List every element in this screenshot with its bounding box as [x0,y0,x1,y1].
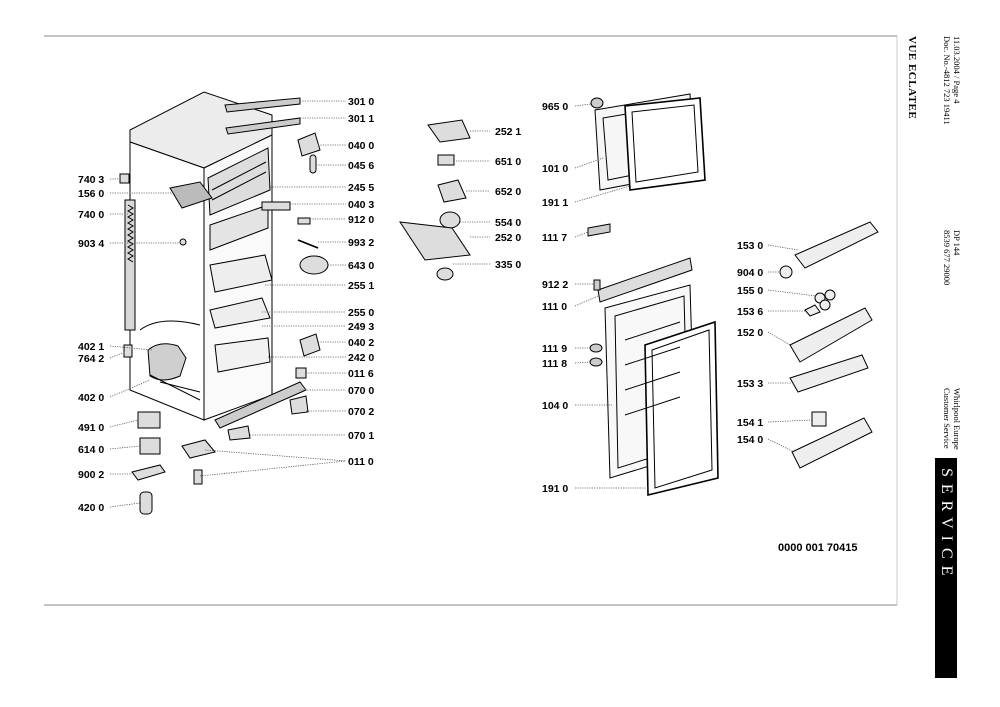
part-label: 993 2 [348,237,374,249]
part-label: 335 0 [495,259,521,271]
leader-lines [109,100,817,508]
part-label: 614 0 [78,444,104,456]
part-label: 070 0 [348,385,374,397]
part-label: 249 3 [348,321,374,333]
company-info: Whirlpool Europe Customer Service [942,388,962,450]
freezer-door-drawing [587,93,706,237]
part-number: 8539 677 29000 [942,230,952,286]
part-label: 070 2 [348,406,374,418]
part-label: 111 9 [542,343,567,355]
part-label: 155 0 [737,285,763,297]
part-label: 154 1 [737,417,763,429]
part-label: 652 0 [495,186,521,198]
part-label: 011 0 [348,456,374,468]
service-badge: SERVICE [935,458,957,678]
cabinet-drawing [124,91,307,429]
part-label: 104 0 [542,400,568,412]
diagram-code: 0000 001 70415 [778,542,858,554]
part-label: 040 0 [348,140,374,152]
part-label: 040 2 [348,337,374,349]
date-page: 11.03.2004 / Page 4 [952,36,962,104]
part-label: 255 0 [348,307,374,319]
part-label: 651 0 [495,156,521,168]
part-label: 764 2 [78,353,104,365]
part-label: 912 0 [348,214,374,226]
part-label: 740 0 [78,209,104,221]
part-label: 011 6 [348,368,374,380]
door-shelves-drawing [779,221,879,469]
fridge-door-drawing [589,257,719,497]
part-label: 420 0 [78,502,104,514]
part-label: 402 1 [78,341,104,353]
doc-info: 11.03.2004 / Page 4 Doc. No.-4812 723 19… [942,36,962,125]
part-label: 903 4 [78,238,104,250]
model-name: DP 144 [952,230,962,256]
part-label: 153 0 [737,240,763,252]
part-label: 252 1 [495,126,521,138]
part-label: 245 5 [348,182,374,194]
part-label: 070 1 [348,430,374,442]
cabinet-parts-drawings [181,132,329,485]
part-label: 152 0 [737,327,763,339]
part-label: 101 0 [542,163,568,175]
company-name: Whirlpool Europe [952,388,962,450]
part-label: 040 3 [348,199,374,211]
part-labels: 301 0 301 1 040 0 045 6 245 5 040 3 912 … [78,96,858,554]
part-label: 301 0 [348,96,374,108]
part-label: 255 1 [348,280,374,292]
part-label: 153 3 [737,378,763,390]
part-label: 301 1 [348,113,374,125]
doc-number: Doc. No.-4812 723 19411 [942,36,952,125]
service-label: SERVICE [938,468,955,583]
part-label: 156 0 [78,188,104,200]
part-label: 045 6 [348,160,374,172]
part-label: 912 2 [542,279,568,291]
part-label: 643 0 [348,260,374,272]
model-info: DP 144 8539 677 29000 [942,230,962,285]
part-label: 965 0 [542,101,568,113]
part-label: 740 3 [78,174,104,186]
part-label: 191 0 [542,483,568,495]
part-label: 900 2 [78,469,104,481]
part-label: 111 0 [542,301,567,313]
part-label: 191 1 [542,197,568,209]
part-label: 154 0 [737,434,763,446]
page-title: VUE ECLATEE [906,36,918,120]
part-label: 402 0 [78,392,104,404]
part-label: 153 6 [737,306,763,318]
part-label: 491 0 [78,422,104,434]
part-label: 111 7 [542,232,567,244]
part-label: 554 0 [495,217,521,229]
part-label: 111 8 [542,358,567,370]
part-label: 242 0 [348,352,374,364]
left-parts-drawings [119,173,187,515]
part-label: 252 0 [495,232,521,244]
thermostat-parts-drawings [398,119,471,281]
part-label: 904 0 [737,267,763,279]
company-dept: Customer Service [942,388,952,449]
